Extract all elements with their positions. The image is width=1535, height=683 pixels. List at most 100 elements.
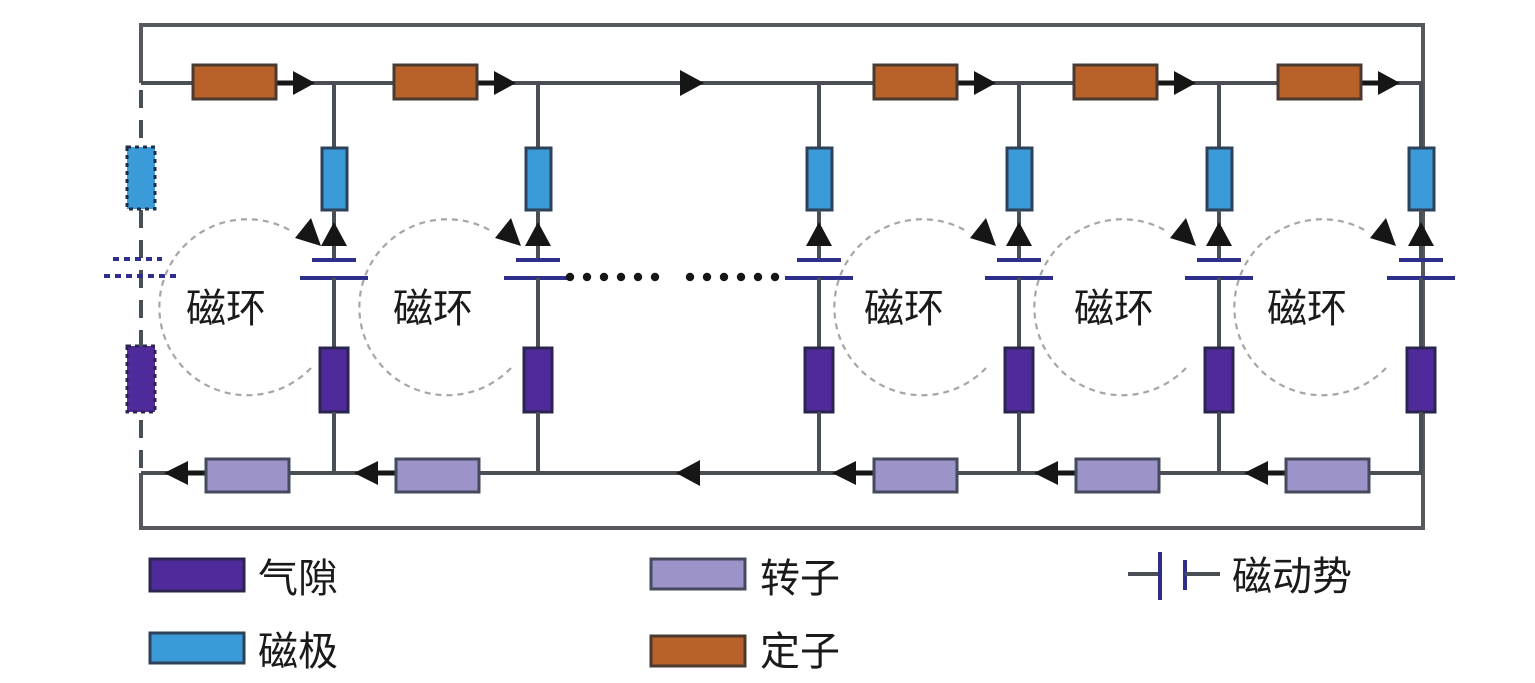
pole-element <box>1205 146 1234 212</box>
ellipsis-dot <box>702 272 712 282</box>
branch <box>1387 83 1455 473</box>
branch <box>300 83 368 473</box>
branches <box>300 83 1455 473</box>
legend-label-pole: 磁极 <box>258 629 338 675</box>
branch <box>985 83 1053 473</box>
flux-arrow-right <box>974 71 996 95</box>
legend-swatch-air-gap <box>148 557 246 593</box>
ellipsis-dots <box>565 272 780 282</box>
flux-arrow-left <box>676 460 700 486</box>
flux-loop-arc <box>833 218 987 397</box>
pole-element <box>805 146 834 212</box>
air-gap-element <box>1203 346 1235 414</box>
ellipsis-dot <box>582 272 592 282</box>
flux-loop: 磁环 <box>1033 218 1196 397</box>
flux-arrow-right <box>293 71 315 95</box>
rail-elements <box>164 63 1400 494</box>
air-gap-element <box>522 346 554 414</box>
boundary-branch <box>104 90 176 468</box>
flux-loop-label: 磁环 <box>186 286 266 332</box>
legend-item-pole: 磁极 <box>148 629 338 675</box>
rotor-element <box>1074 457 1161 494</box>
flux-loop: 磁环 <box>358 218 521 397</box>
flux-loop: 磁环 <box>1233 218 1396 397</box>
pole-element <box>1407 146 1436 212</box>
flux-arrow-left <box>1244 461 1268 485</box>
flux-loop-arc <box>358 218 512 397</box>
flux-arrow-up <box>1006 222 1032 246</box>
ghost-air-gap-element <box>125 344 157 414</box>
air-gap-element <box>318 346 350 414</box>
branch <box>504 83 572 473</box>
stator-element <box>1072 63 1159 101</box>
flux-arrow-up <box>525 222 551 246</box>
flux-loop: 磁环 <box>833 218 996 397</box>
flux-loops: 磁环 磁环 磁环 磁环 磁环 <box>158 218 1396 397</box>
branch <box>1185 83 1253 473</box>
ellipsis-dot <box>616 272 626 282</box>
flux-arrow-left <box>1034 461 1058 485</box>
flux-loop-arrow <box>970 218 996 246</box>
air-gap-element <box>1405 346 1437 414</box>
flux-loop-arrow <box>1170 218 1196 246</box>
flux-arrow-right <box>680 70 704 96</box>
air-gap-element <box>1003 346 1035 414</box>
rotor-element <box>394 457 481 494</box>
flux-loop-label: 磁环 <box>864 286 944 332</box>
flux-arrow-up <box>1408 222 1434 246</box>
ghost-pole-element <box>125 145 157 211</box>
flux-arrow-right <box>1174 71 1196 95</box>
flux-loop-arrow <box>1370 218 1396 246</box>
rotor-element <box>204 457 291 494</box>
flux-loop-label: 磁环 <box>393 286 473 332</box>
legend-swatch-pole <box>148 631 246 665</box>
legend-item-rotor: 转子 <box>649 556 840 602</box>
flux-arrow-up <box>806 222 832 246</box>
ellipsis-dot <box>633 272 643 282</box>
flux-arrow-right <box>1378 71 1400 95</box>
air-gap-element <box>803 346 835 414</box>
ellipsis-dot <box>753 272 763 282</box>
flux-arrow-left <box>832 461 856 485</box>
flux-loop-arc <box>158 218 312 397</box>
ellipsis-dot <box>736 272 746 282</box>
pole-element <box>1005 146 1034 212</box>
ellipsis-dot <box>770 272 780 282</box>
legend-item-air-gap: 气隙 <box>148 556 338 602</box>
ellipsis-dot <box>650 272 660 282</box>
flux-loop-arc <box>1233 218 1387 397</box>
pole-element <box>320 146 349 212</box>
rotor-element <box>872 457 959 494</box>
ellipsis-dot <box>565 272 575 282</box>
stator-element <box>191 63 278 101</box>
branch <box>785 83 853 473</box>
flux-arrow-left <box>354 461 378 485</box>
flux-loop-arrow <box>495 218 521 246</box>
legend-swatch-stator <box>649 634 747 668</box>
flux-arrow-up <box>1206 222 1232 246</box>
stator-element <box>392 63 479 101</box>
pole-element <box>524 146 553 212</box>
ellipsis-dot <box>719 272 729 282</box>
legend-swatch-rotor <box>649 557 747 591</box>
flux-loop-label: 磁环 <box>1074 286 1154 332</box>
legend: 气隙 磁极 转子 定子 磁动势 <box>148 552 1352 675</box>
legend-label-mmf: 磁动势 <box>1232 554 1352 600</box>
flux-arrow-up <box>321 222 347 246</box>
stator-element <box>1276 63 1363 101</box>
flux-loop: 磁环 <box>158 218 321 397</box>
legend-item-stator: 定子 <box>649 629 840 675</box>
flux-loop-arc <box>1033 218 1187 397</box>
flux-loop-label: 磁环 <box>1267 286 1347 332</box>
legend-label-air-gap: 气隙 <box>258 556 338 602</box>
legend-label-rotor: 转子 <box>760 556 840 602</box>
flux-arrow-right <box>494 71 516 95</box>
legend-label-stator: 定子 <box>760 629 840 675</box>
stator-element <box>872 63 959 101</box>
flux-arrow-left <box>164 461 188 485</box>
ellipsis-dot <box>685 272 695 282</box>
flux-loop-arrow <box>295 218 321 246</box>
legend-item-mmf: 磁动势 <box>1128 552 1352 600</box>
rotor-element <box>1284 457 1371 494</box>
